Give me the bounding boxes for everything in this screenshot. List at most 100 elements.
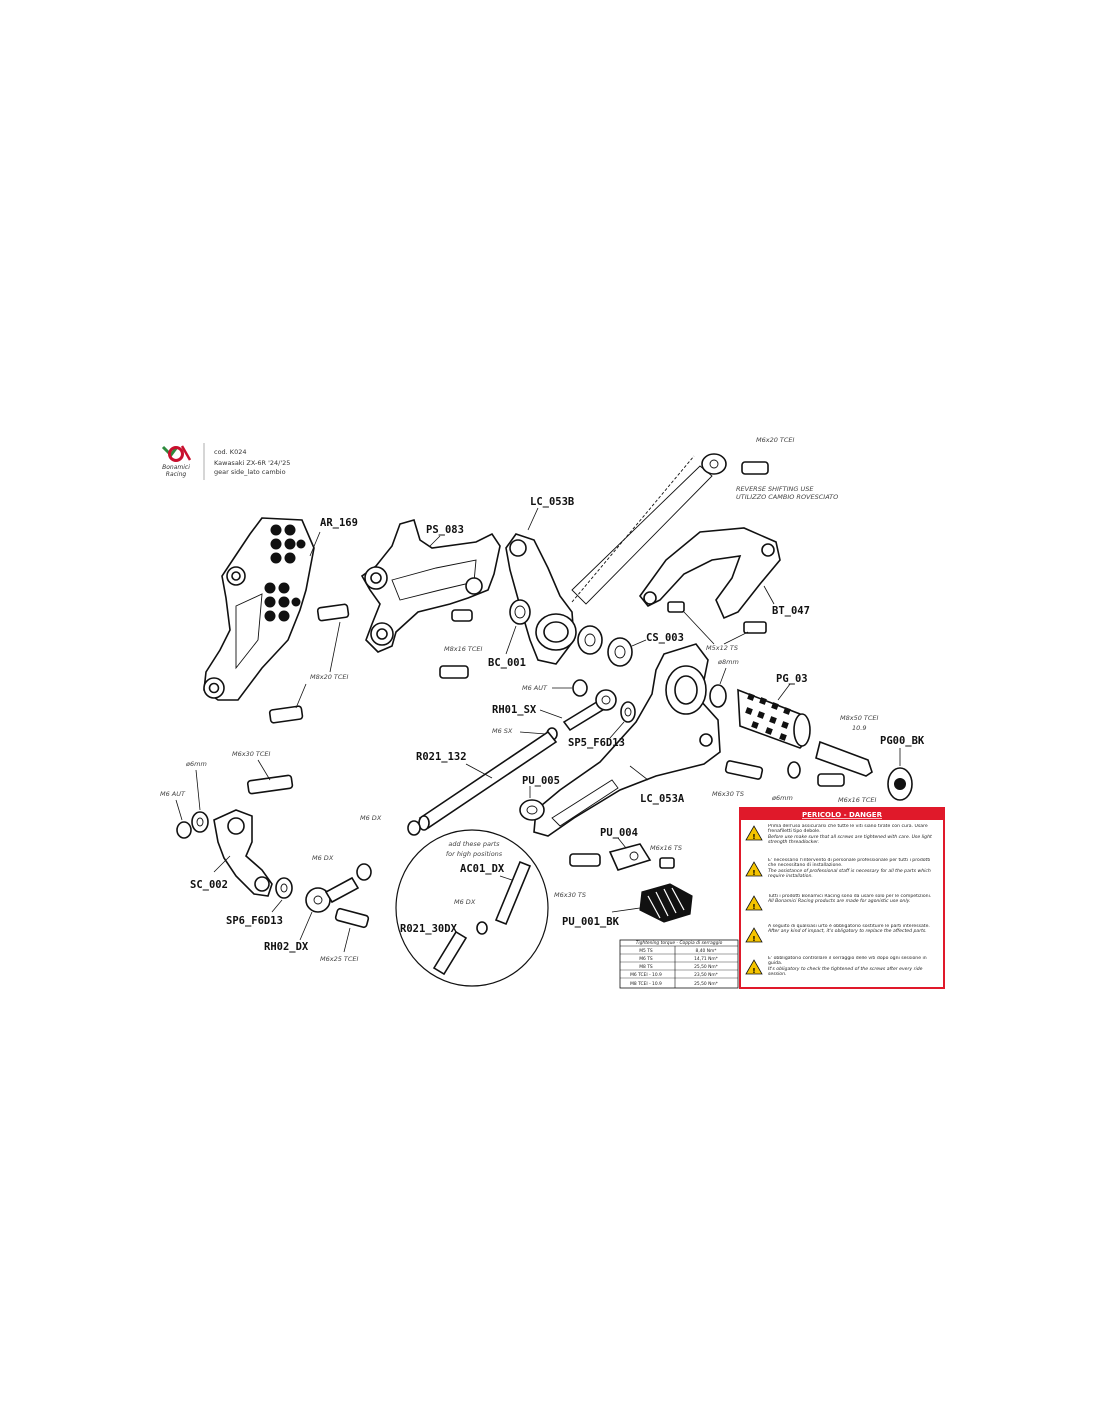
warning-item: ! E' necessario l'intervento di personal… [745,858,931,880]
spec-m5x12: M5x12 TS [706,644,738,652]
warning-text-it: A seguito di qualsiasi urto è obbligator… [768,924,930,929]
label-bc-001: BC_001 [488,657,526,669]
warning-text-en: After any kind of impact, it's obligator… [768,929,927,935]
warning-item: ! A seguito di qualsiasi urto è obbligat… [745,924,930,943]
spec-m8x50-line2: 10.9 [852,724,866,732]
part-ac01-dx [494,860,532,926]
label-pu-004: PU_004 [600,827,638,839]
warning-item: ! Prima dell'uso assicurarsi che tutte l… [745,824,932,846]
label-lc-053a: LC_053A [640,793,685,805]
screw-m8x50 [815,740,873,777]
label-pu-001-bk: PU_001_BK [562,916,620,928]
warning-triangle-icon [745,895,763,911]
label-sp5-f6d13: SP5_F6D13 [568,737,625,749]
warning-text-it: E' obbligatorio controllare il serraggio… [768,956,927,967]
label-sc-002: SC_002 [190,879,228,891]
nut-m6dx-circle [476,921,488,935]
spec-o8mm-top: ø8mm [717,658,739,666]
spec-m6x30-ts-right: M6x30 TS [712,790,744,798]
label-pg-03: PG_03 [776,673,808,685]
svg-text:!: ! [752,935,755,943]
torque-header: Tightening torque - Coppia di serraggio [636,940,723,946]
brand-name-line2: Racing [166,471,187,478]
warning-text-en: It's obligatory to check the tightened o… [768,966,923,978]
label-r021-30dx: R021_30DX [400,923,458,935]
torque-row-value: 23,50 Nm* [694,972,719,978]
torque-row-value: 14,71 Nm* [694,956,719,962]
spec-reverse-line1: REVERSE SHIFTING USE [736,485,814,493]
label-cs-003: CS_003 [646,632,684,644]
spec-m6sx: M6 SX [492,727,513,735]
screw-m6x16-tcei [817,773,845,787]
part-pu-004 [608,843,652,871]
spec-m6x16-tcei: M6x16 TCEI [838,796,877,804]
part-pg00-bk [887,767,913,801]
label-lc-053b: LC_053B [530,496,574,508]
danger-title: PERICOLO - DANGER [802,811,883,819]
part-bc-001 [509,599,531,625]
part-sp5-f6d13 [620,701,636,723]
torque-row-size: M5 TS [639,948,653,954]
svg-text:!: ! [752,869,755,877]
spec-m6x25: M6x25 TCEI [320,955,359,963]
spec-m6aut-mid: M6 AUT [522,684,548,692]
warning-item: ! Tutti i prodotti Bonamici Racing sono … [745,894,932,911]
warning-text-en: All Bonamici Racing products are made fo… [768,899,911,905]
torque-row-value: 25,50 Nm* [694,964,719,970]
reverse-shift-rod [571,453,727,605]
nut-m6dx-mid [407,820,421,836]
nut-m6dx-left [356,863,372,881]
part-ar-169 [203,517,315,701]
part-r021-132 [418,730,558,831]
screw-m8x20 [268,603,350,724]
spec-addparts-line1: add these parts [448,840,500,848]
label-r021-132: R021_132 [416,751,467,763]
warning-item: ! E' obbligatorio controllare il serragg… [745,956,927,978]
washer-6mm-left [191,811,209,833]
screw-m5x12-a [667,601,685,613]
spec-o6mm-mid: ø6mm [771,794,793,802]
part-lc-053a [533,643,721,837]
spec-m6dx-left: M6 DX [312,854,334,862]
spec-m6aut-left: M6 AUT [160,790,186,798]
screw-m6x30-ts-low [569,853,601,867]
label-ac01-dx: AC01_DX [460,863,505,875]
screw-m6x25 [334,907,370,929]
washer-6mm-mid [787,761,801,779]
torque-row-size: M6 TS [639,956,653,962]
screw-m6x16-ts [659,857,675,869]
screw-m6x30-ts-right [724,760,764,780]
warning-text-en: The assistance of professional staff is … [768,868,931,880]
screw-m8x16-lower [439,665,469,679]
warning-text-it: E' necessario l'intervento di personale … [768,858,931,869]
part-r021-30dx [432,930,468,976]
brand-name-line1: Bonamici [162,464,190,471]
screw-m5x12-b [743,621,767,634]
high-position-kit: add these parts for high positions AC01_… [395,829,549,987]
part-pg-03 [737,688,811,749]
warning-triangle-icon [745,861,763,877]
part-cs-003 [577,625,633,667]
svg-text:!: ! [752,967,755,975]
product-code: cod. K024 [214,448,246,456]
spec-m8x20: M8x20 TCEI [310,673,349,681]
label-sp6-f6d13: SP6_F6D13 [226,915,283,927]
part-bt-047 [638,527,781,620]
brand-logo: Bonamici Racing [161,445,192,478]
label-bt-047: BT_047 [772,605,810,617]
nut-m6aut-left [176,821,192,839]
torque-row-value: 8,40 Nm* [696,948,718,954]
label-ar-169: AR_169 [320,517,358,529]
spec-m6x20-top: M6x20 TCEI [756,436,795,444]
label-ps-083: PS_083 [426,524,464,536]
warning-triangle-icon [745,825,763,841]
warning-text-en: Before use make sure that all screws are… [768,834,932,846]
washer-8mm [709,684,727,708]
spec-reverse-line2: UTILIZZO CAMBIO ROVESCIATO [736,493,838,501]
torque-table: Tightening torque - Coppia di serraggio … [619,939,739,989]
warning-text-it: Tutti i prodotti Bonamici Racing sono da… [768,894,932,899]
label-pg00-bk: PG00_BK [880,735,925,747]
spec-m6x16-ts: M6x16 TS [650,844,682,852]
part-rh01-sx [562,689,617,732]
